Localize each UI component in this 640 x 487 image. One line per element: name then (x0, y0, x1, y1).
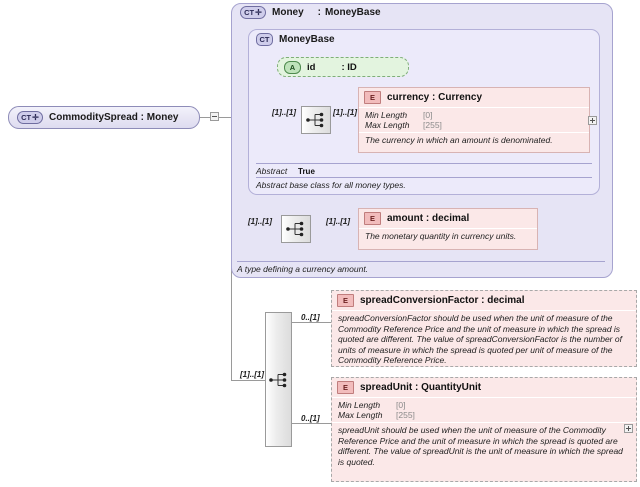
element-spreadunit-title: spreadUnit : QuantityUnit (360, 382, 482, 393)
connector-collapse-to-trunk (219, 117, 231, 118)
facet-name-spreadunit-max-length: Max Length (338, 410, 383, 420)
element-box-currency[interactable]: E currency : Currency Min Length [0] Max… (358, 87, 590, 153)
sequence-icon-currency[interactable] (301, 106, 331, 134)
abstract-label: Abstract (256, 166, 288, 176)
facet-row-max-length: Max Length [255] (365, 120, 583, 130)
cardinality-amount-right: [1]..[1] (326, 217, 350, 226)
element-icon-spreadunit: E (337, 381, 354, 394)
facet-row-spreadunit-max-length: Max Length [255] (338, 410, 630, 420)
money-title-separator: : (317, 7, 322, 18)
element-box-amount[interactable]: E amount : decimal The monetary quantity… (358, 208, 538, 250)
connector-lower-sequence-to-spreadunit (292, 423, 332, 424)
abstract-value: True (298, 167, 315, 176)
facet-value-min-length: [0] (423, 110, 433, 120)
element-spreadunit-facets: Min Length [0] Max Length [255] (332, 397, 636, 422)
root-node-label: CommoditySpread : Money (49, 112, 179, 123)
sequence-icon-amount[interactable] (281, 215, 311, 243)
money-footer: A type defining a currency amount. (237, 261, 605, 274)
connector-trunk-to-lower-sequence (231, 380, 265, 381)
facet-name-spreadunit-min-length: Min Length (338, 400, 381, 410)
attribute-id-type: : ID (341, 61, 357, 73)
cardinality-amount-left: [1]..[1] (248, 217, 272, 226)
facet-row-min-length: Min Length [0] (365, 110, 583, 120)
cardinality-spreadconversionfactor: 0..[1] (301, 313, 320, 322)
sequence-glyph (306, 112, 324, 128)
complex-type-icon-moneybase: CT (256, 33, 273, 46)
moneybase-box-title: CT MoneyBase (256, 33, 335, 46)
root-node-commodityspread[interactable]: CT✛ CommoditySpread : Money (8, 106, 200, 129)
element-box-spreadconversionfactor[interactable]: E spreadConversionFactor : decimal sprea… (331, 290, 637, 367)
element-spreadunit-doc: spreadUnit should be used when the unit … (332, 422, 636, 470)
abstract-row: Abstract True (256, 163, 592, 176)
cardinality-currency-right: [1]..[1] (333, 108, 357, 117)
expand-currency-icon[interactable] (588, 116, 597, 125)
element-spreadconversionfactor-doc: spreadConversionFactor should be used wh… (332, 310, 636, 369)
sequence-icon-spread[interactable] (265, 312, 292, 447)
complex-type-icon: CT✛ (17, 111, 43, 124)
moneybase-title-text: MoneyBase (279, 34, 335, 45)
sequence-glyph-spread (268, 372, 286, 387)
facet-value-spreadunit-min-length: [0] (396, 400, 406, 410)
facet-name-min-length: Min Length (365, 110, 408, 120)
money-title-type: MoneyBase (325, 7, 381, 18)
element-currency-header: E currency : Currency (359, 88, 589, 107)
money-title-text: Money (272, 7, 304, 18)
element-amount-header: E amount : decimal (359, 209, 537, 228)
facet-value-max-length: [255] (423, 120, 442, 130)
money-box-title: CT✛ Money : MoneyBase (240, 6, 381, 19)
element-currency-title: currency : Currency (387, 92, 483, 103)
attribute-icon: A (284, 60, 301, 74)
element-amount-doc: The monetary quantity in currency units. (359, 228, 537, 245)
element-spreadunit-header: E spreadUnit : QuantityUnit (332, 378, 636, 397)
complex-type-icon-money: CT✛ (240, 6, 266, 19)
element-amount-title: amount : decimal (387, 213, 470, 224)
facet-value-spreadunit-max-length: [255] (396, 410, 415, 420)
element-spreadconversionfactor-header: E spreadConversionFactor : decimal (332, 291, 636, 310)
element-spreadconversionfactor-title: spreadConversionFactor : decimal (360, 295, 525, 306)
element-box-spreadunit[interactable]: E spreadUnit : QuantityUnit Min Length [… (331, 377, 637, 482)
sequence-glyph-amount (286, 221, 304, 237)
element-currency-doc: The currency in which an amount is denom… (359, 132, 589, 149)
collapse-root-icon[interactable] (210, 112, 219, 121)
connector-root-to-collapse (199, 117, 210, 118)
element-currency-facets: Min Length [0] Max Length [255] (359, 107, 589, 132)
expand-spreadunit-icon[interactable] (624, 424, 633, 433)
element-icon-amount: E (364, 212, 381, 225)
cardinality-currency-left: [1]..[1] (272, 108, 296, 117)
facet-name-max-length: Max Length (365, 120, 410, 130)
attribute-box-id[interactable]: A id : ID (277, 57, 409, 77)
facet-row-spreadunit-min-length: Min Length [0] (338, 400, 630, 410)
element-icon-spreadconversionfactor: E (337, 294, 354, 307)
attribute-id-name: id (307, 61, 316, 73)
cardinality-spreadunit: 0..[1] (301, 414, 320, 423)
element-icon-currency: E (364, 91, 381, 104)
connector-lower-sequence-to-spreadconversionfactor (292, 322, 332, 323)
moneybase-footer: Abstract base class for all money types. (256, 177, 592, 190)
cardinality-lower-sequence-left: [1]..[1] (240, 370, 264, 379)
